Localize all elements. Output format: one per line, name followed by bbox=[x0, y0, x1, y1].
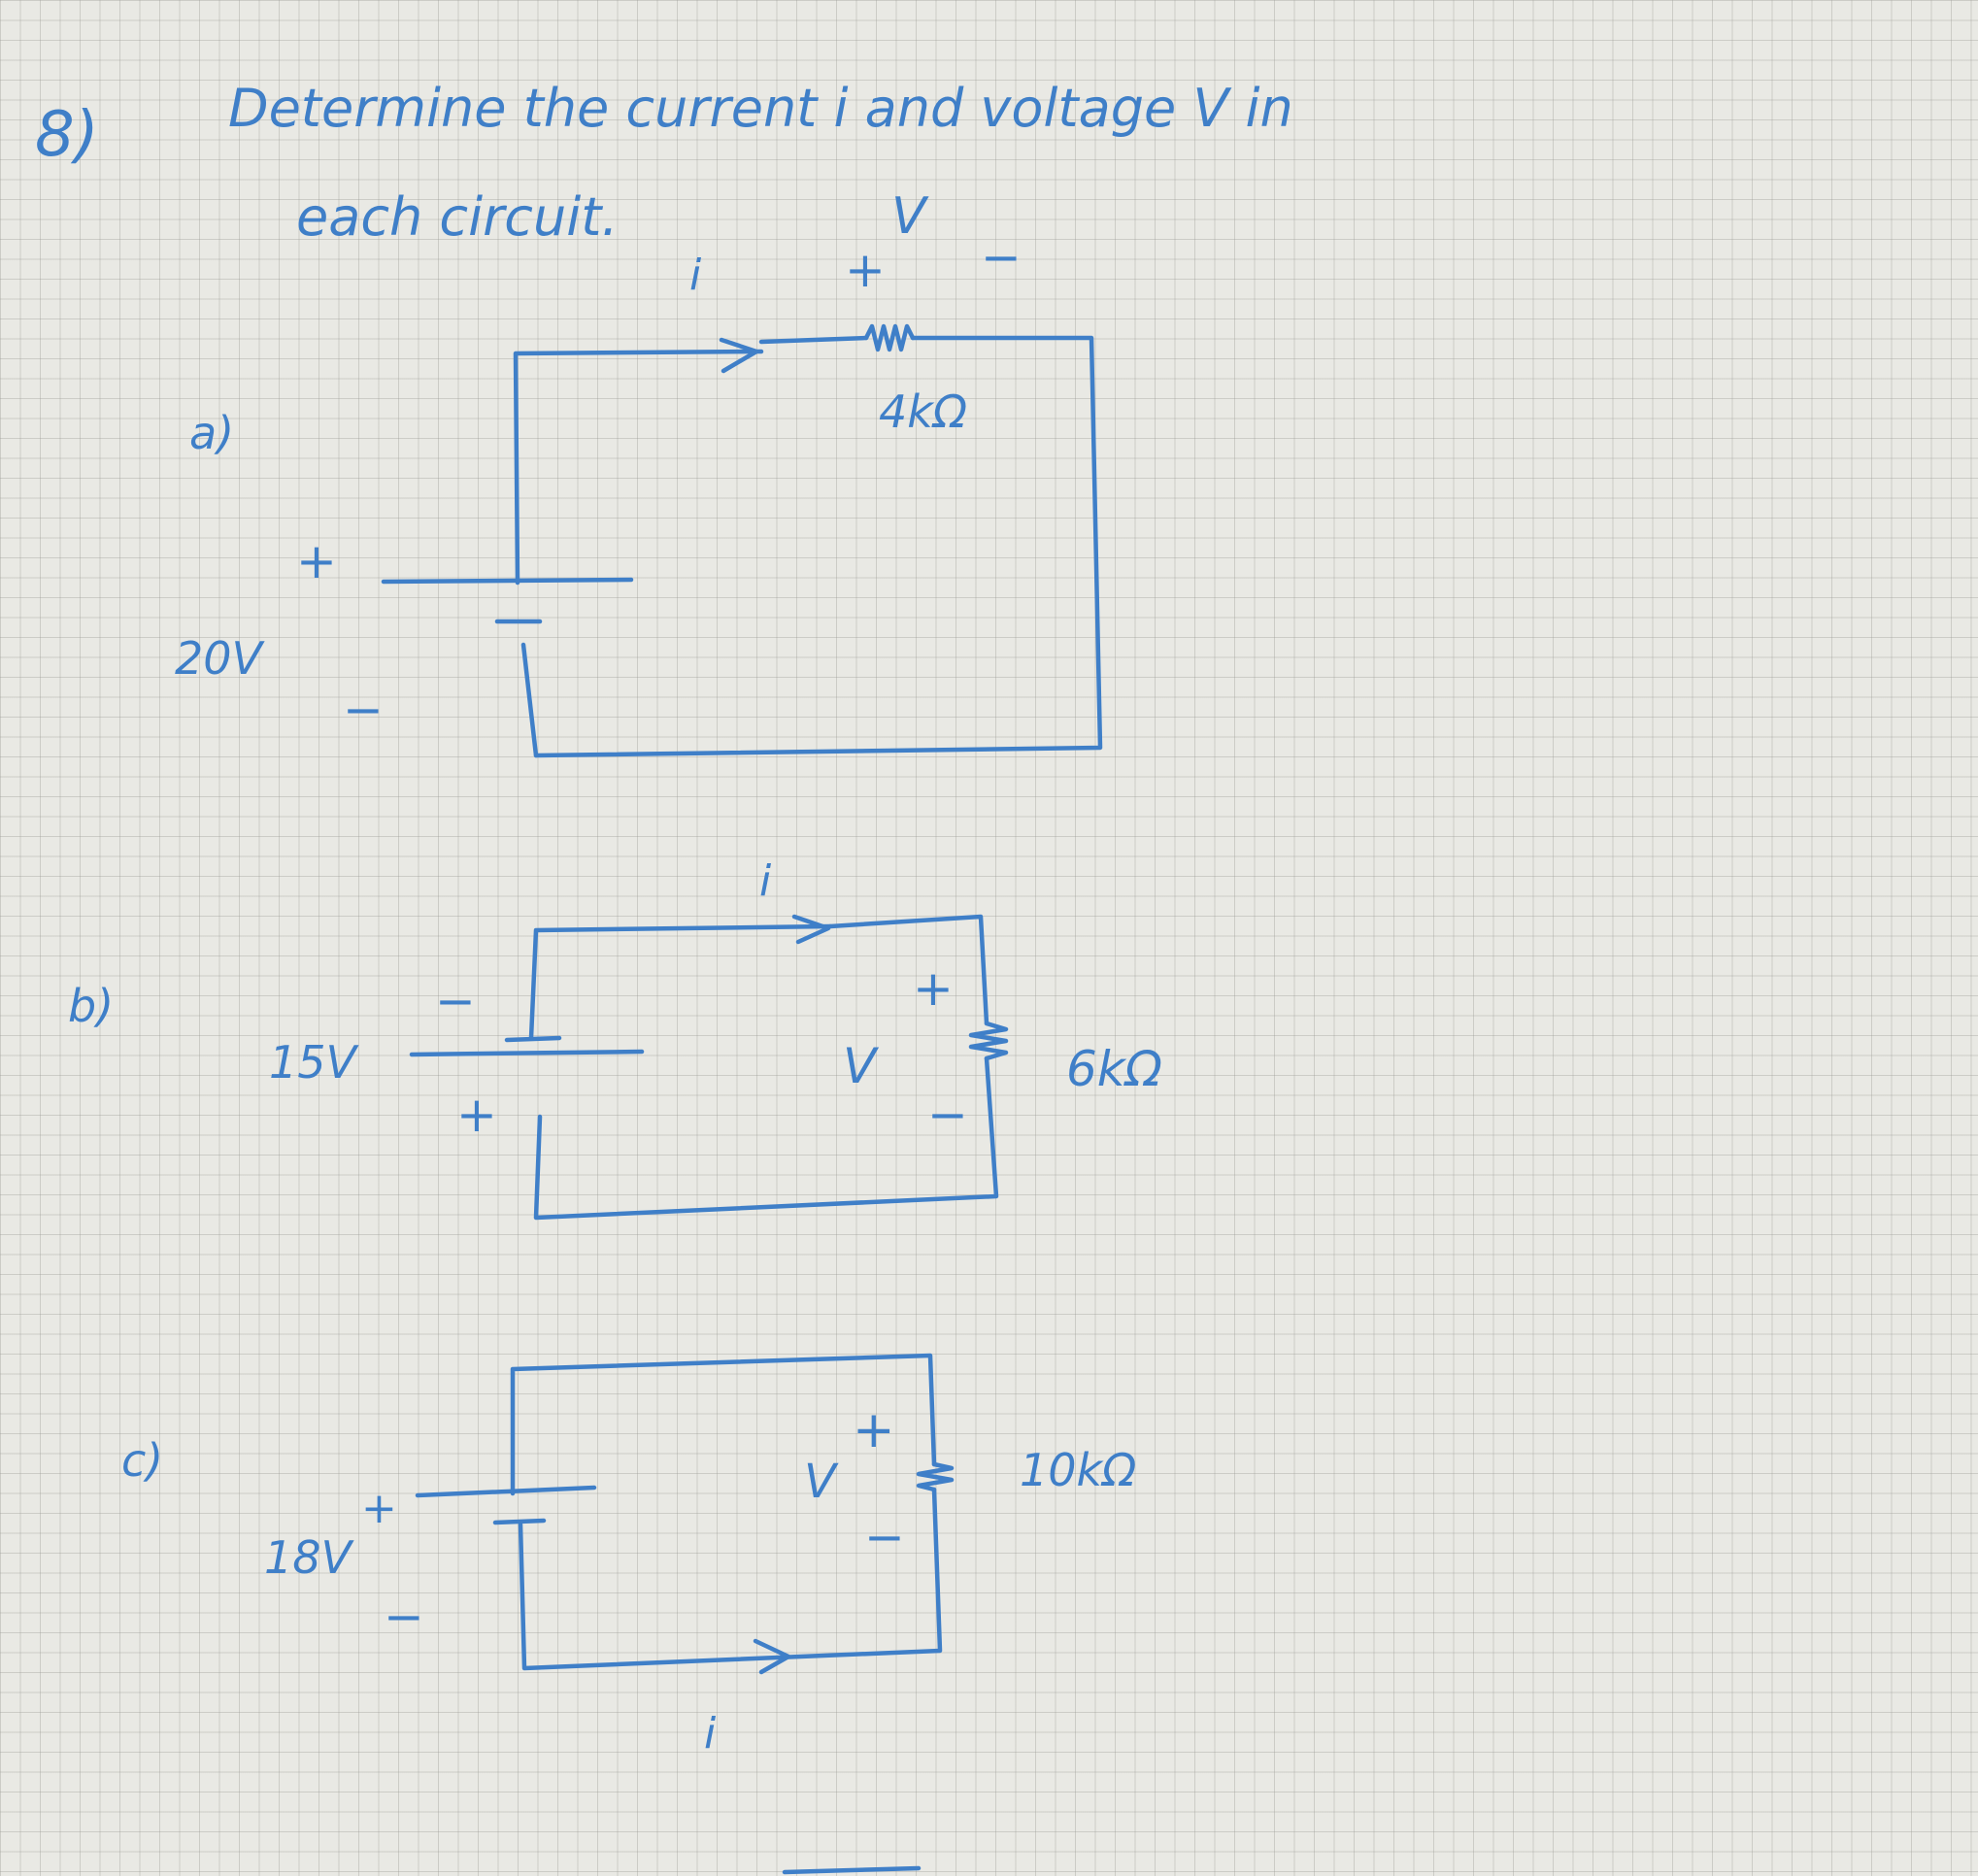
circuit-c-source-plus: + bbox=[361, 1484, 397, 1533]
circuit-c-v-minus: − bbox=[864, 1509, 905, 1565]
circuit-b-top-wire bbox=[528, 923, 833, 1041]
circuit-b-v-minus: − bbox=[927, 1087, 968, 1143]
circuit-c-current-label: i bbox=[704, 1709, 717, 1759]
circuit-b-v-plus: + bbox=[913, 960, 954, 1017]
problem-line-2: each circuit. bbox=[296, 186, 619, 248]
circuit-a: a) 20V + − i V + − 4kΩ bbox=[175, 187, 1103, 758]
circuit-c-v-plus: + bbox=[853, 1401, 895, 1459]
circuit-b-label: b) bbox=[68, 980, 114, 1032]
circuit-c-bottom-wire bbox=[518, 1487, 943, 1671]
circuit-b-resistor bbox=[968, 1021, 1009, 1061]
circuit-a-source-value: 20V bbox=[175, 632, 266, 685]
circuit-b-source-plus: + bbox=[456, 1087, 497, 1143]
circuit-b: b) 15V − + i V + − 6kΩ bbox=[68, 856, 1162, 1221]
circuit-c-label: c) bbox=[121, 1434, 163, 1487]
circuit-c-resistor bbox=[916, 1461, 955, 1492]
circuit-c-source-minus: − bbox=[384, 1589, 424, 1645]
circuit-a-right-bottom-wire bbox=[533, 335, 1103, 758]
circuit-c-battery-short-plate bbox=[492, 1518, 547, 1525]
circuit-a-resistor-value: 4kΩ bbox=[879, 385, 967, 438]
problem-number: 8) bbox=[35, 99, 99, 171]
circuit-b-current-label: i bbox=[759, 856, 772, 906]
circuit-a-current-label: i bbox=[689, 251, 702, 300]
circuit-b-source-value: 15V bbox=[269, 1036, 360, 1089]
circuit-a-resistor bbox=[863, 323, 916, 352]
circuit-a-label: a) bbox=[189, 407, 234, 459]
circuit-a-v-plus: + bbox=[845, 242, 886, 298]
circuit-a-source-plus: + bbox=[296, 533, 337, 589]
circuit-b-bottom-wire bbox=[533, 1055, 999, 1221]
circuit-c-battery-long-plate bbox=[415, 1485, 597, 1498]
circuit-b-voltage-label: V bbox=[843, 1038, 880, 1094]
circuit-b-source-minus: − bbox=[435, 973, 476, 1029]
circuit-a-v-minus: − bbox=[981, 229, 1022, 285]
circuit-c: c) 18V + − i V + − 10kΩ bbox=[121, 1353, 1136, 1759]
circuit-b-right-upper-wire bbox=[827, 914, 989, 1026]
circuit-a-current-arrow bbox=[719, 337, 759, 374]
circuit-a-wire-to-resistor bbox=[758, 335, 869, 345]
circuit-a-top-left-wire bbox=[513, 349, 764, 586]
circuit-c-source-value: 18V bbox=[264, 1531, 355, 1584]
circuit-c-current-arrow bbox=[753, 1638, 791, 1675]
circuit-b-resistor-value: 6kΩ bbox=[1066, 1041, 1162, 1097]
circuit-b-battery-long-plate bbox=[409, 1049, 645, 1057]
circuit-c-top-right-wire bbox=[510, 1353, 937, 1496]
circuit-c-resistor-value: 10kΩ bbox=[1020, 1444, 1136, 1496]
bottom-edge-stroke bbox=[782, 1865, 922, 1875]
circuit-a-source-minus: − bbox=[343, 682, 384, 738]
circuit-a-voltage-label: V bbox=[891, 187, 929, 246]
circuit-b-current-arrow bbox=[791, 914, 831, 945]
circuit-c-voltage-label: V bbox=[804, 1455, 839, 1509]
circuit-a-battery-lead bbox=[520, 642, 539, 758]
circuit-a-battery-long-plate bbox=[381, 577, 634, 585]
problem-line-1: Determine the current i and voltage V in bbox=[228, 78, 1293, 139]
